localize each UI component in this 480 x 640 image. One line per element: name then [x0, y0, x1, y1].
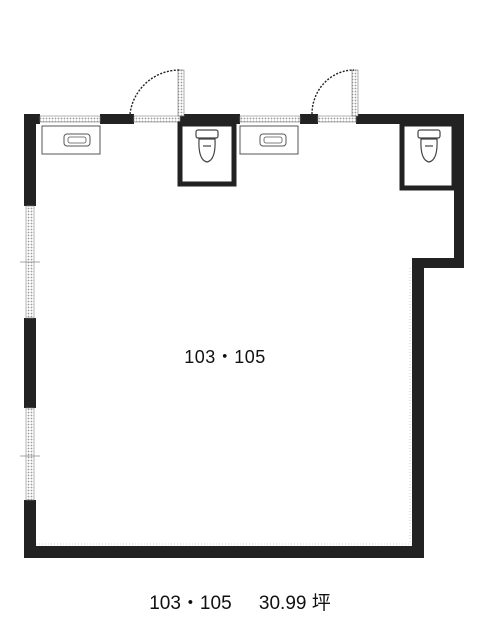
sink-icon — [239, 125, 299, 155]
top-wall-seg-5 — [356, 114, 464, 124]
door-swing-icon — [129, 69, 185, 117]
room-label: 103・105 — [184, 347, 266, 367]
top-wall-seg-4 — [300, 114, 318, 124]
toilet-room-1 — [177, 121, 237, 187]
caption-unit: 103・105 — [149, 593, 232, 614]
left-wall-mid — [24, 318, 36, 408]
outer-walls — [24, 114, 464, 558]
bottom-wall — [24, 546, 424, 558]
toilet-icon — [417, 129, 441, 163]
toilet-room-2 — [399, 121, 457, 191]
plan-caption: 103・105 30.99 坪 — [0, 588, 480, 615]
windows — [20, 115, 357, 501]
sink-icon — [41, 125, 101, 155]
window-icon — [25, 407, 35, 501]
right-notch-wall — [412, 258, 464, 268]
window-icon — [133, 115, 181, 123]
toilet-icon — [195, 129, 219, 163]
door-swing-icon — [311, 69, 359, 117]
top-wall-seg-2 — [100, 114, 134, 124]
top-wall-seg-3 — [180, 114, 240, 124]
left-wall-bottom — [24, 500, 36, 558]
left-wall-top — [24, 114, 36, 206]
right-wall-upper — [454, 114, 464, 268]
caption-area: 30.99 坪 — [258, 593, 331, 614]
window-icon — [39, 115, 101, 123]
right-wall-lower — [412, 258, 424, 558]
window-icon — [317, 115, 357, 123]
window-icon — [239, 115, 301, 123]
